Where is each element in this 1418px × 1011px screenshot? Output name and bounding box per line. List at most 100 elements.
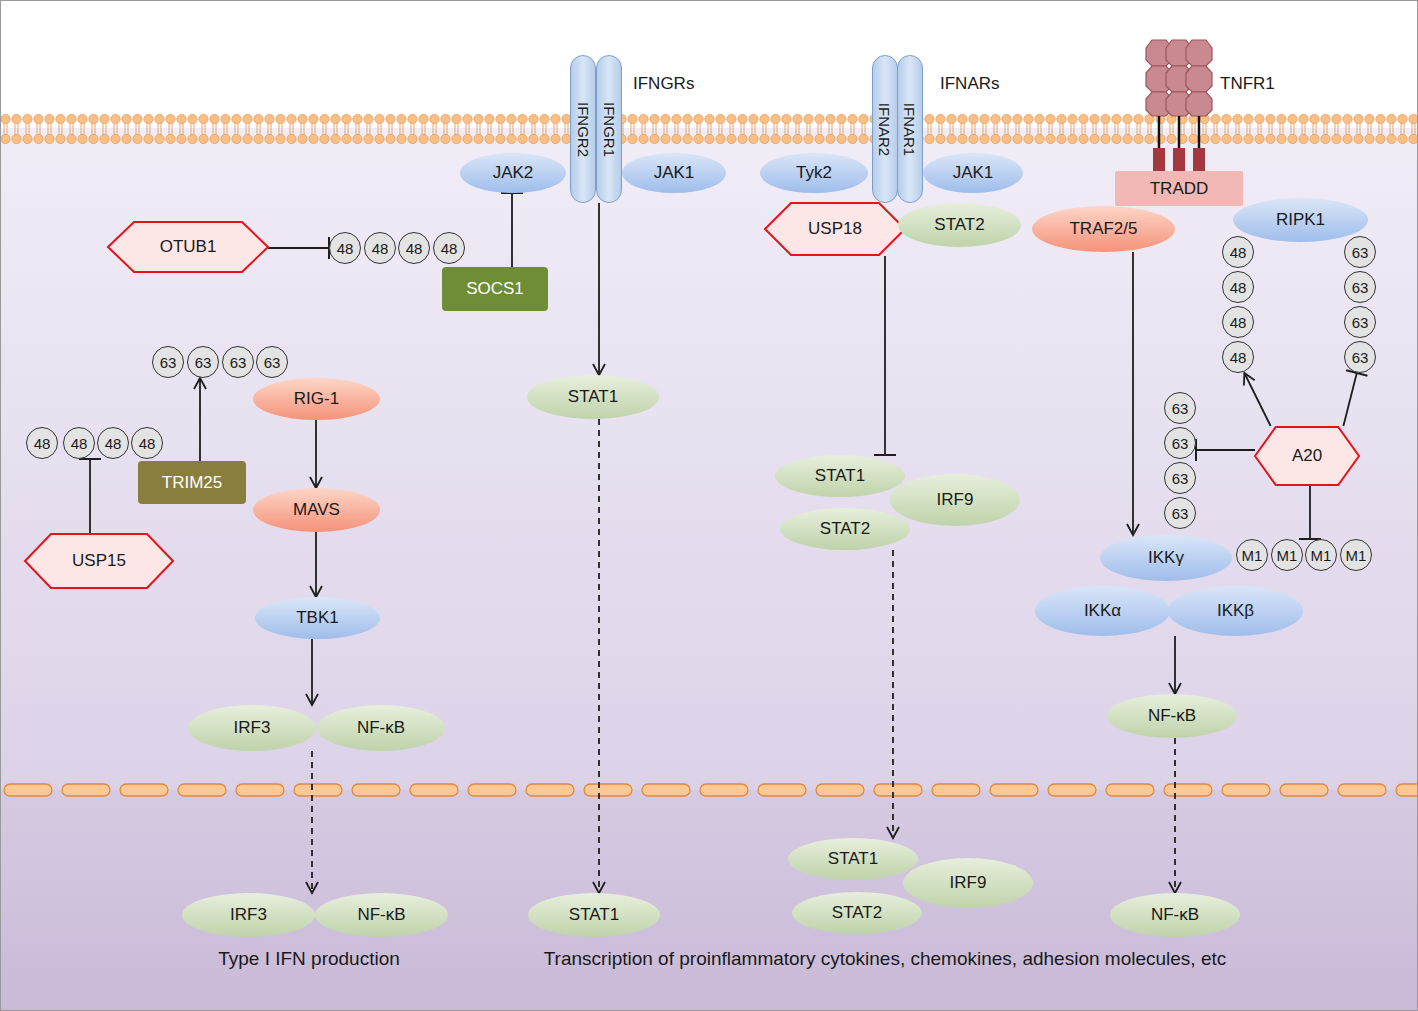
adaptor-ellipse: TRAF2/5 [1032,206,1175,252]
node-label: STAT1 [815,466,865,486]
connector-line [1196,449,1255,451]
activation-arrow [887,550,899,838]
arrow-head [1169,882,1181,893]
ubiquitin-circle: 48 [364,232,396,264]
ubiquitin-circle: 48 [398,232,430,264]
inhibition-connector [1299,486,1321,539]
arrow-head [887,827,899,838]
node-label: IKKβ [1217,601,1254,621]
node-label: USP18 [808,219,862,239]
receptor-chain: IFNAR2 [872,55,898,203]
activation-arrow [310,532,322,597]
node-label: 63 [1172,505,1189,522]
node-label: 63 [230,354,247,371]
arrow-head [306,882,318,893]
ubiquitin-circle: 48 [1222,271,1254,303]
node-label: 48 [1230,349,1247,366]
connector-line [1132,252,1134,535]
node-label: A20 [1292,446,1322,466]
ubiquitin-circle: 48 [1222,306,1254,338]
node-label: IRF3 [234,718,271,738]
caption-label: Transcription of proinflammatory cytokin… [544,948,1227,970]
node-label: TRIM25 [162,473,222,493]
activation-arrow [1169,636,1181,694]
connector-line [89,459,91,533]
kinase-ellipse: RIPK1 [1233,198,1368,242]
factor-ellipse: IRF9 [903,858,1033,908]
connector-line [598,419,600,893]
hexagon-shape [765,203,905,255]
connector-line [1343,373,1356,426]
node-label: STAT2 [832,903,882,923]
node-label: OTUB1 [160,237,217,257]
ubiquitin-circle: 48 [131,427,163,459]
arrow-head [593,882,605,893]
activation-arrow [306,751,318,893]
kinase-ellipse: IKKγ [1100,535,1232,581]
ubiquitin-circle: M1 [1340,539,1372,571]
adaptor-ellipse: RIG-1 [253,378,380,420]
ubiquitin-circle: 48 [26,427,58,459]
arrow-head [1169,683,1181,694]
node-label: M1 [1277,547,1298,564]
ubiquitin-circle: 63 [1344,236,1376,268]
factor-ellipse: STAT2 [792,892,922,934]
node-label: 63 [195,354,212,371]
ubiquitin-circle: M1 [1271,539,1303,571]
deubiquitinase-hexagon: USP18 [765,202,905,256]
ubiquitin-circle: M1 [1236,539,1268,571]
ubiquitin-circle: 63 [1164,462,1196,494]
node-label: RIG-1 [294,389,339,409]
node-label: IFNGR1 [601,101,618,156]
node-label: 48 [406,240,423,257]
node-label: 48 [441,240,458,257]
node-label: JAK1 [654,163,695,183]
connector-line [1244,373,1270,426]
socs-box: SOCS1 [442,267,548,311]
node-label: IFNAR1 [902,102,919,155]
ubiquitin-circle: 63 [1164,427,1196,459]
node-label: 48 [105,435,122,452]
node-label: IRF9 [950,873,987,893]
activation-arrow [306,639,318,705]
node-label: STAT1 [569,905,619,925]
receptor-chain: IFNAR1 [897,55,923,203]
connector-line [311,751,313,893]
ubiquitin-circle: 63 [1344,271,1376,303]
factor-ellipse: STAT1 [527,375,659,419]
node-label: 48 [337,240,354,257]
connector-line [884,256,886,455]
node-label: 48 [1230,244,1247,261]
node-label: 48 [372,240,389,257]
node-label: STAT2 [934,215,984,235]
receptor-name: IFNGRs [633,74,694,94]
node-label: TRAF2/5 [1069,219,1137,239]
ubiquitin-circle: 48 [1222,236,1254,268]
node-label: JAK2 [493,163,534,183]
factor-ellipse: IRF9 [890,474,1020,526]
extracellular [0,0,1418,128]
kinase-ellipse: JAK2 [460,153,566,193]
node-label: IRF3 [230,905,267,925]
ubiquitin-circle: 63 [222,346,254,378]
node-label: MAVS [293,500,340,520]
arrow-head [306,694,318,705]
connector-line [1174,738,1176,893]
plasma-membrane [0,114,1418,144]
connector-line [1174,636,1176,694]
arrow-head [310,477,322,488]
hexagon-shape [1255,427,1359,485]
factor-ellipse: IRF3 [188,705,316,751]
factor-ellipse: NF-κB [1107,694,1237,738]
node-label: 63 [1352,279,1369,296]
activation-arrow [1127,252,1139,535]
kinase-ellipse: Tyk2 [760,153,868,193]
connector-line [199,378,201,461]
node-label: M1 [1346,547,1367,564]
node-label: 63 [1352,244,1369,261]
node-label: 48 [139,435,156,452]
ubiquitin-circle: 63 [1164,392,1196,424]
factor-ellipse: NF-κB [315,893,448,937]
